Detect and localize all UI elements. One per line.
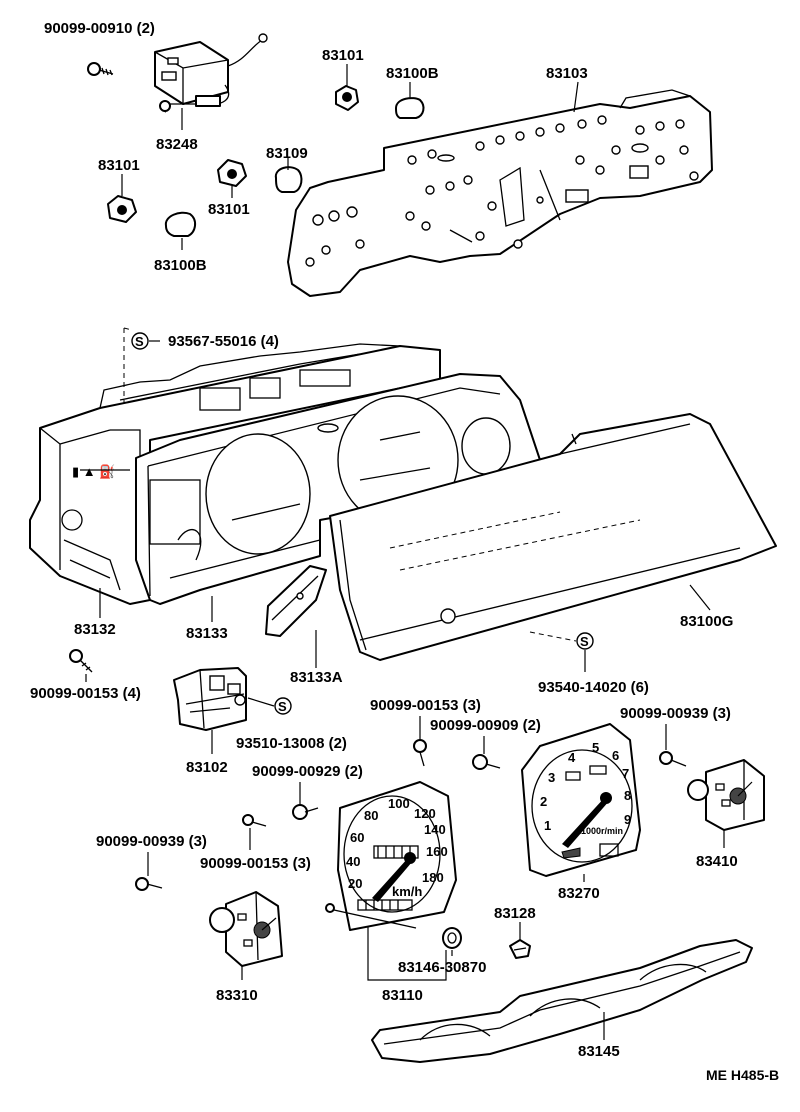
screw-90099-00909	[472, 754, 501, 770]
speedo-tick-40: 40	[346, 854, 360, 869]
screw-90099-00153-3a	[413, 739, 427, 767]
part-83101-socket-left	[107, 195, 137, 223]
tach-tick-6: 6	[612, 748, 619, 763]
label-90099-00153-3a: 90099-00153 (3)	[370, 697, 481, 714]
screw-90099-00939-3a	[659, 751, 687, 767]
tach-tick-1: 1	[544, 818, 551, 833]
screw-90099-00153-3b	[242, 814, 267, 827]
label-83102: 83102	[186, 759, 228, 776]
label-83128: 83128	[494, 905, 536, 922]
s-symbol-93540: S	[580, 634, 589, 649]
label-93510-13008: 93510-13008 (2)	[236, 735, 347, 752]
s-mark-93510	[274, 697, 292, 715]
label-93567-55016: 93567-55016 (4)	[168, 333, 279, 350]
tach-tick-8: 8	[624, 788, 631, 803]
s-symbol-93510: S	[278, 699, 287, 714]
label-83100g: 83100G	[680, 613, 733, 630]
speedo-tick-100: 100	[388, 796, 410, 811]
label-83310: 83310	[216, 987, 258, 1004]
part-83132-rear-case: ▮ ▲ ⛽	[29, 343, 441, 605]
part-83110-speedometer: 20 40 60 80 100 120 140 160 180 km/h	[325, 781, 457, 931]
part-83102-bracket	[173, 667, 247, 731]
s-symbol-93567: S	[135, 334, 144, 349]
screw-90099-00910	[87, 62, 114, 76]
tach-tick-3: 3	[548, 770, 555, 785]
speedo-tick-60: 60	[350, 830, 364, 845]
label-83101-mid: 83101	[208, 201, 250, 218]
part-83109-bulb	[274, 166, 303, 193]
tach-tick-7: 7	[622, 766, 629, 781]
part-83100b-bulb-bottom	[164, 211, 196, 237]
board-holes	[305, 115, 699, 267]
label-83146-30870: 83146-30870	[398, 959, 486, 976]
label-83133a: 83133A	[290, 669, 343, 686]
screw-90099-00929	[292, 804, 319, 820]
part-83103-circuit-board	[287, 89, 713, 297]
tach-tick-4: 4	[568, 750, 576, 765]
part-83410-fuel-gauge	[687, 759, 765, 831]
label-93540-14020: 93540-14020 (6)	[538, 679, 649, 696]
tach-tick-5: 5	[592, 740, 599, 755]
part-83146-30870-knob	[442, 927, 462, 949]
speedo-tick-20: 20	[348, 876, 362, 891]
s-mark-93567	[131, 332, 149, 350]
label-83145: 83145	[578, 1043, 620, 1060]
speedo-unit: km/h	[392, 884, 422, 899]
speedo-tick-120: 120	[414, 806, 436, 821]
part-83270-tachometer: 1 2 3 4 5 6 7 8 9 x1000r/min	[521, 723, 641, 877]
part-83133a-strip	[265, 565, 327, 637]
speedo-tick-180: 180	[422, 870, 444, 885]
screw-90099-00939-3b	[135, 877, 163, 891]
label-83132: 83132	[74, 621, 116, 638]
label-90099-00929: 90099-00929 (2)	[252, 763, 363, 780]
label-83101-left: 83101	[98, 157, 140, 174]
part-83310-temp-gauge	[209, 891, 283, 967]
part-83101-socket-top	[335, 85, 359, 111]
label-90099-00939-3a: 90099-00939 (3)	[620, 705, 731, 722]
label-83133: 83133	[186, 625, 228, 642]
label-83410: 83410	[696, 853, 738, 870]
speedo-tick-160: 160	[426, 844, 448, 859]
label-83101-top: 83101	[322, 47, 364, 64]
label-83110: 83110	[382, 987, 423, 1004]
label-90099-00153-3b: 90099-00153 (3)	[200, 855, 311, 872]
tach-tick-9: 9	[624, 812, 631, 827]
label-83103: 83103	[546, 65, 588, 82]
tach-tick-2: 2	[540, 794, 547, 809]
label-90099-00909: 90099-00909 (2)	[430, 717, 541, 734]
speedo-tick-140: 140	[424, 822, 446, 837]
label-83100b-bottom: 83100B	[154, 257, 207, 274]
drawing-code: ME H485-B	[706, 1067, 779, 1083]
label-83109: 83109	[266, 145, 308, 162]
part-83145-lower-panel	[371, 939, 753, 1063]
part-83101-socket-mid	[217, 159, 247, 187]
label-90099-00153-4: 90099-00153 (4)	[30, 685, 141, 702]
tach-unit: x1000r/min	[576, 826, 623, 836]
label-83100b-top: 83100B	[386, 65, 439, 82]
part-83128-clip	[509, 939, 531, 959]
part-83133-housing	[135, 373, 541, 605]
case-print-left: ▮ ▲ ⛽	[72, 464, 115, 479]
part-83100b-bulb-top	[395, 97, 425, 119]
label-90099-00939-3b: 90099-00939 (3)	[96, 833, 207, 850]
speedo-tick-80: 80	[364, 808, 378, 823]
s-mark-93540	[576, 632, 594, 650]
screw-90099-00153-4	[69, 649, 93, 673]
part-83248-module	[154, 33, 268, 113]
part-83100g-glass	[329, 413, 777, 661]
label-90099-00910: 90099-00910 (2)	[44, 20, 155, 37]
label-83248: 83248	[156, 136, 198, 153]
label-83270: 83270	[558, 885, 600, 902]
